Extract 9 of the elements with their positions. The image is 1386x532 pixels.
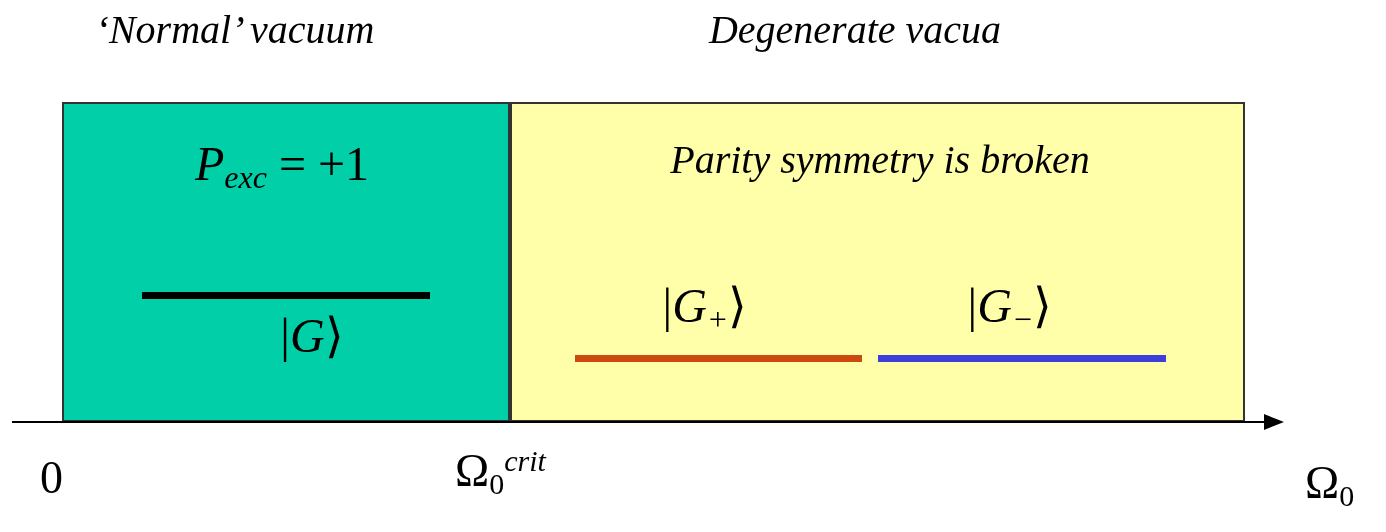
region-heading: Degenerate vacua (707, 10, 1003, 50)
math-label: |G$_{−}$⟩ (966, 282, 1054, 330)
region-note: Parity symmetry is broken (669, 140, 1091, 180)
axis-label: Ω$_{0}$ (1305, 460, 1355, 506)
axis-label: 0 (40, 455, 63, 501)
math-label: P$_{exc}$ = +1 (193, 140, 371, 188)
math-label: |G⟩ (279, 312, 345, 360)
math-label: |G$_{+}$⟩ (661, 282, 749, 330)
region-heading: ‘Normal’ vacuum (94, 10, 376, 50)
